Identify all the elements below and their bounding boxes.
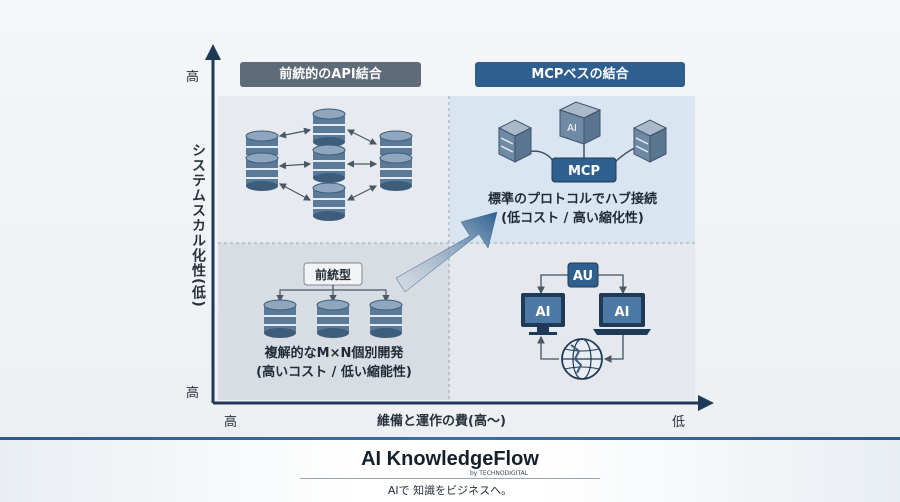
brand-name: AI KnowledgeFlow — [361, 448, 539, 470]
mcp-description-line1: 標準のプロトコルでハブ接続 — [487, 192, 657, 207]
mcp-description-line2: (低コスト / 高い縮化性) — [501, 211, 644, 226]
point-to-point-diagram: 前統型 — [263, 262, 403, 339]
x-axis-left-label: 高 — [224, 415, 238, 430]
trend-arrow-icon — [395, 211, 498, 293]
traditional-hub-label: 前統型 — [315, 267, 351, 282]
brand-byline: by TECHNODIGITAL — [470, 470, 529, 477]
laptop-right-icon — [593, 293, 651, 335]
mcp-hub-label: MCP — [568, 164, 600, 179]
laptop-right-label: AI — [615, 305, 630, 320]
x-axis-title: 維備と運作の費(高〜) — [377, 414, 506, 429]
x-axis-right-label: 低 — [672, 415, 686, 430]
monitor-left-label: AI — [536, 305, 551, 320]
ai-server-icon — [558, 101, 602, 145]
brand-tagline: AIで 知識をビジネスへ。 — [387, 484, 513, 497]
header-mcp-based: MCPベスの結合 — [475, 62, 685, 87]
header-traditional-api: 前統的のAPI結合 — [240, 62, 421, 87]
globe-icon — [561, 338, 603, 380]
monitor-left-icon — [521, 293, 565, 335]
ai-box-label: AI — [567, 123, 577, 134]
au-hub-label: AU — [573, 269, 593, 284]
mcp-hub-box — [551, 157, 617, 183]
y-axis-top-label: 高 — [186, 70, 200, 85]
y-axis-title: システムスカル化性(低) — [190, 143, 206, 308]
footer-divider — [300, 478, 600, 479]
mesh-database-diagram — [245, 108, 413, 222]
ai-network-diagram: AU AI AI — [521, 262, 651, 380]
traditional-description-line2: (高いコスト / 低い縮能性) — [256, 365, 412, 380]
y-axis-bottom-label: 高 — [186, 386, 200, 401]
footer: AI KnowledgeFlow by TECHNODIGITAL AIで 知識… — [0, 440, 900, 502]
au-hub-box — [567, 262, 599, 288]
mcp-hub-diagram: AI MCP — [498, 101, 667, 183]
footer-accent-bar — [0, 437, 900, 442]
traditional-description-line1: 複解的なM×N個別開発 — [264, 346, 404, 361]
